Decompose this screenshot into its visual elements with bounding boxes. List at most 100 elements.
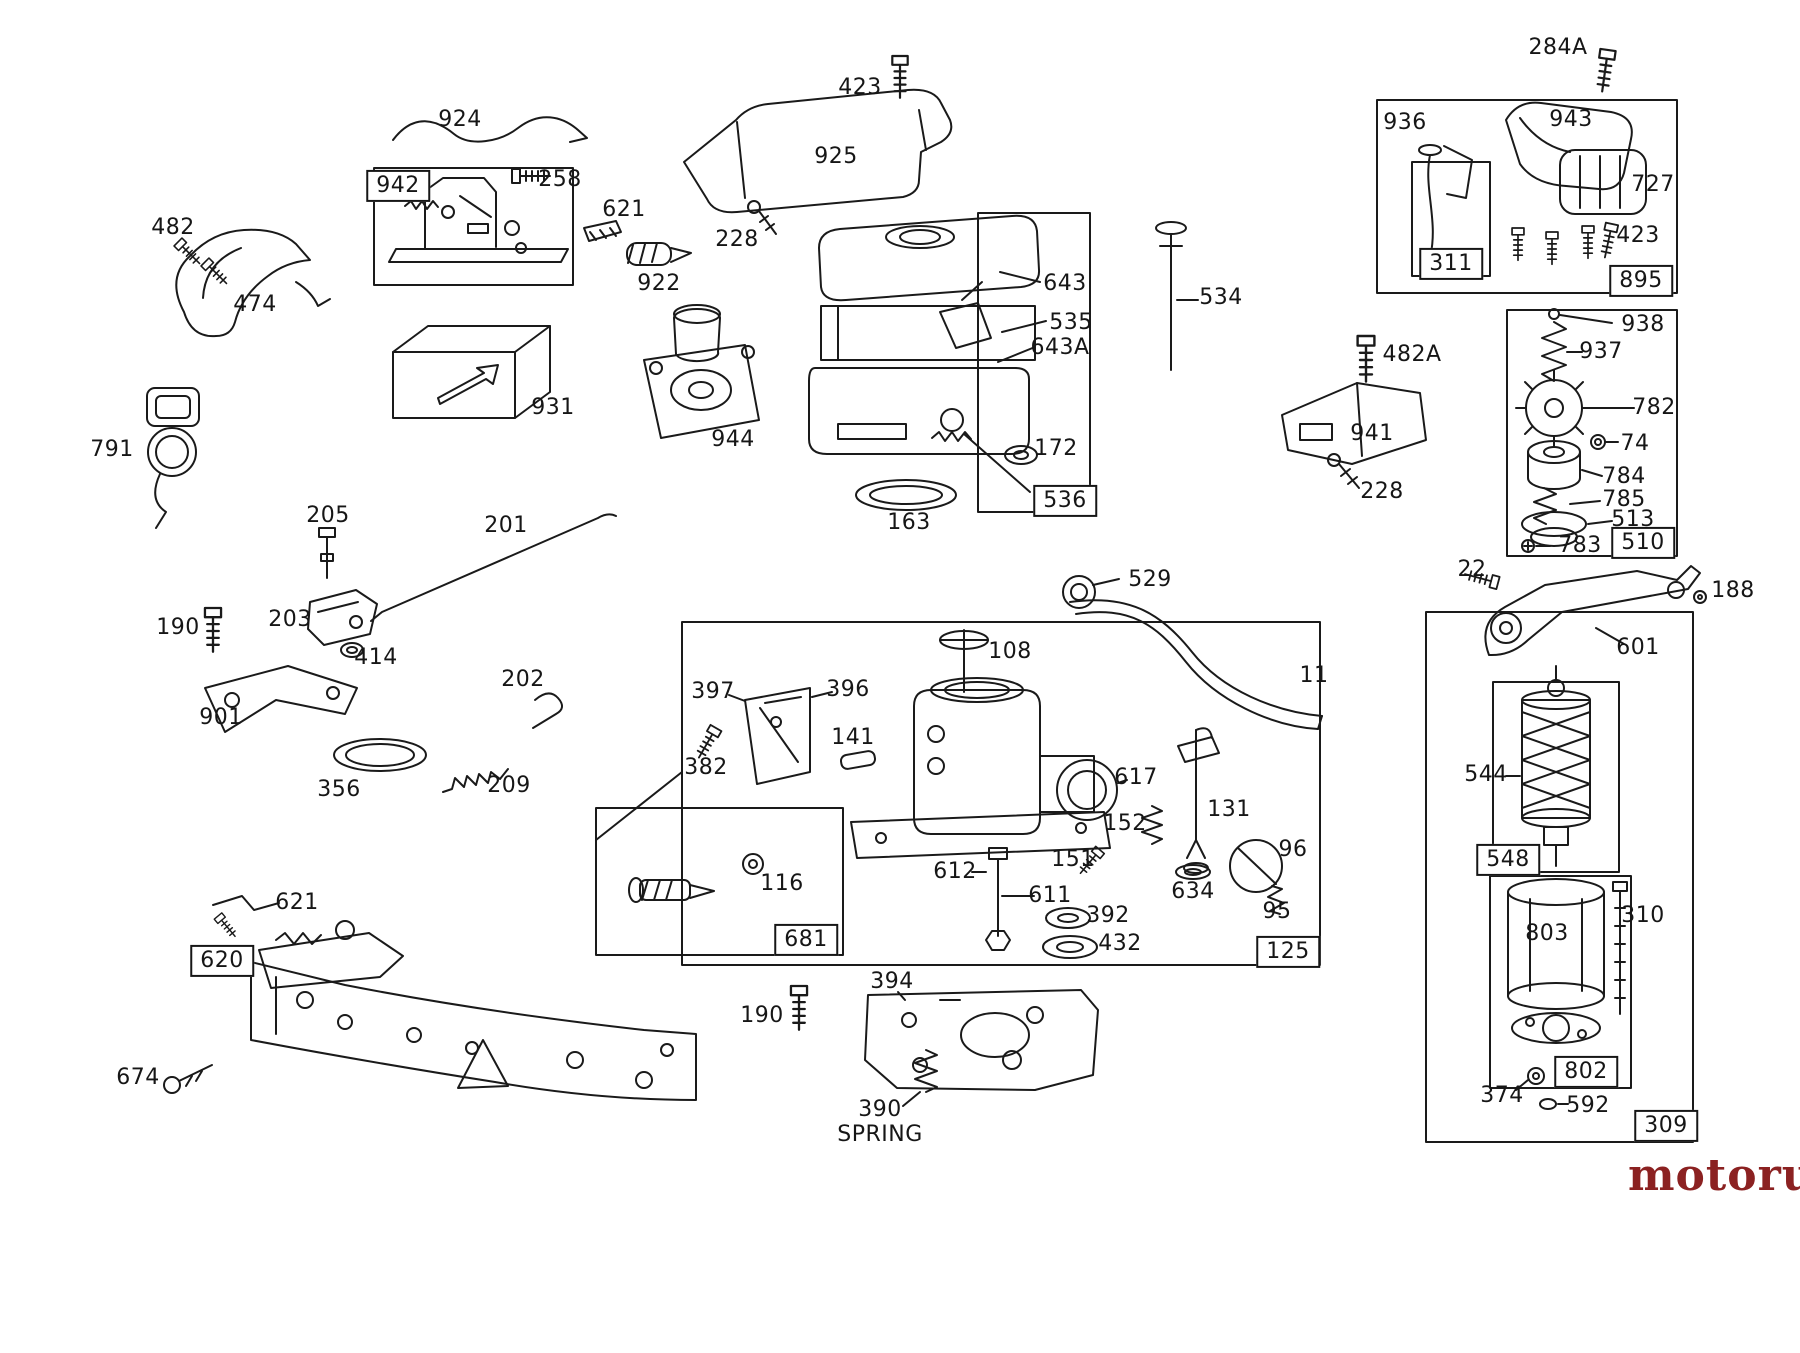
part-label-544: 544 <box>1464 761 1508 787</box>
governor-crank-art <box>1462 565 1707 657</box>
part-label-423: 423 <box>838 74 882 100</box>
part-label-943: 943 <box>1549 106 1593 132</box>
part-label-201: 201 <box>484 512 528 538</box>
part-label-205: 205 <box>306 502 350 528</box>
part-label-925: 925 <box>814 143 858 169</box>
part-label-414: 414 <box>354 644 398 670</box>
heat-shield-art <box>173 228 331 338</box>
throttle-linkage-art <box>203 513 617 793</box>
starter-motor-art <box>1505 665 1628 1110</box>
part-label-535: 535 <box>1049 309 1093 335</box>
control-plate-bracket-art <box>163 895 697 1101</box>
part-label-942: 942 <box>366 169 430 203</box>
part-label-895: 895 <box>1609 264 1673 298</box>
callout-boxes <box>373 99 1694 1143</box>
part-label-141: 141 <box>831 724 875 750</box>
part-label-284a: 284A <box>1528 34 1588 60</box>
part-label-397: 397 <box>691 678 735 704</box>
watermark-brand: motoruf <box>1628 1150 1800 1201</box>
part-label-901: 901 <box>199 704 243 730</box>
part-label-938: 938 <box>1621 311 1665 337</box>
part-label-228: 228 <box>715 226 759 252</box>
chute-deflector-art <box>1281 334 1427 489</box>
part-label-190: 190 <box>740 1002 784 1028</box>
part-label-11: 11 <box>1299 662 1329 688</box>
part-label-163: 163 <box>887 509 931 535</box>
part-label-727: 727 <box>1631 171 1675 197</box>
part-label-922: 922 <box>637 270 681 296</box>
part-label-536: 536 <box>1033 484 1097 518</box>
part-label-190: 190 <box>156 614 200 640</box>
part-label-390: 390 <box>858 1096 902 1122</box>
part-label-620: 620 <box>190 944 254 978</box>
part-label-125: 125 <box>1256 935 1320 969</box>
fuel-filter-art <box>583 220 692 266</box>
part-label-310: 310 <box>1621 902 1665 928</box>
starter-clutch-art <box>643 304 760 439</box>
oil-line-art <box>1062 575 1323 730</box>
part-label-634: 634 <box>1171 878 1215 904</box>
part-label-258: 258 <box>538 166 582 192</box>
part-label-936: 936 <box>1383 109 1427 135</box>
fuel-tank-art <box>808 214 1047 511</box>
part-label-937: 937 <box>1579 338 1623 364</box>
part-label-394: 394 <box>870 968 914 994</box>
part-label-382: 382 <box>684 754 728 780</box>
part-label-96: 96 <box>1278 836 1308 862</box>
rewind-spring-stack-art <box>1515 308 1635 553</box>
part-label-474: 474 <box>233 291 277 317</box>
part-label-95: 95 <box>1262 898 1292 924</box>
part-label-611: 611 <box>1028 882 1072 908</box>
part-label-784: 784 <box>1602 463 1646 489</box>
part-label-202: 202 <box>501 666 545 692</box>
part-label-108: 108 <box>988 638 1032 664</box>
part-label-643: 643 <box>1043 270 1087 296</box>
part-label-783: 783 <box>1558 532 1602 558</box>
part-label-374: 374 <box>1480 1082 1524 1108</box>
part-label-681: 681 <box>774 923 838 957</box>
part-label-203: 203 <box>268 606 312 632</box>
part-label-803: 803 <box>1525 920 1569 946</box>
part-label-924: 924 <box>438 106 482 132</box>
mounting-plate-art <box>789 984 1099 1107</box>
part-label-621: 621 <box>602 196 646 222</box>
part-label-432: 432 <box>1098 930 1142 956</box>
part-label-309: 309 <box>1634 1109 1698 1143</box>
part-label-617: 617 <box>1114 764 1158 790</box>
part-label-510: 510 <box>1611 526 1675 560</box>
part-label-931: 931 <box>531 394 575 420</box>
part-label-643a: 643A <box>1030 334 1090 360</box>
part-label-529: 529 <box>1128 566 1172 592</box>
part-label-151: 151 <box>1051 846 1095 872</box>
part-label-116: 116 <box>760 870 804 896</box>
governor-rod-art <box>392 116 588 143</box>
part-label-311: 311 <box>1419 247 1483 281</box>
part-label-791: 791 <box>90 436 134 462</box>
part-label-74: 74 <box>1620 430 1650 456</box>
needle-valve-art <box>628 853 764 903</box>
part-label-396: 396 <box>826 676 870 702</box>
part-label-674: 674 <box>116 1064 160 1090</box>
watermark: motoruf.de <box>1628 1150 1800 1201</box>
part-label-356: 356 <box>317 776 361 802</box>
part-label-392: 392 <box>1086 902 1130 928</box>
part-label-482: 482 <box>151 214 195 240</box>
part-label-22: 22 <box>1457 556 1487 582</box>
blower-housing-art <box>1418 47 1647 266</box>
part-label-802: 802 <box>1554 1055 1618 1089</box>
grommet-ring-art <box>146 387 200 529</box>
air-cleaner-cover-art <box>683 54 953 235</box>
part-label-612: 612 <box>933 858 977 884</box>
part-label-482a: 482A <box>1382 341 1442 367</box>
part-label-spring: SPRING <box>837 1121 923 1147</box>
part-label-601: 601 <box>1616 634 1660 660</box>
part-label-941: 941 <box>1350 420 1394 446</box>
part-label-944: 944 <box>711 426 755 452</box>
part-label-152: 152 <box>1103 810 1147 836</box>
part-label-621: 621 <box>275 889 319 915</box>
part-label-423: 423 <box>1616 222 1660 248</box>
part-label-131: 131 <box>1207 796 1251 822</box>
part-label-782: 782 <box>1632 394 1676 420</box>
